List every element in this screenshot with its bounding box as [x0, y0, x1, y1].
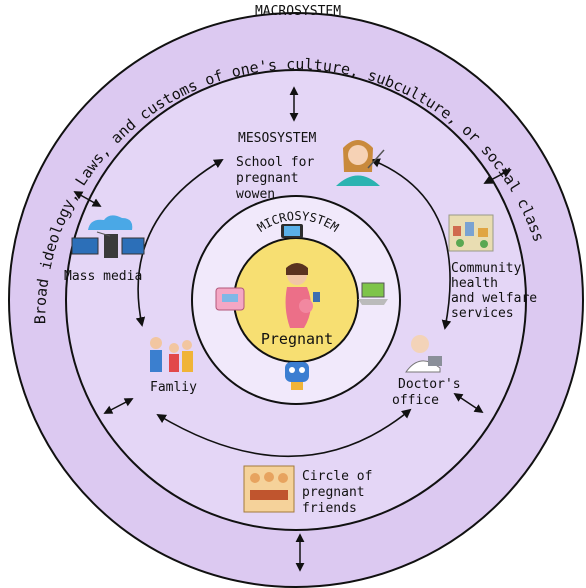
right-top-arrow: [483, 169, 512, 184]
community-label: Community health and welfare services: [451, 261, 545, 321]
center-label: Pregnant: [261, 330, 333, 348]
friends-group-icon: [243, 465, 295, 513]
left-bottom-arrow: [103, 398, 134, 414]
school-doctor-arrow: [370, 158, 452, 330]
left-top-arrow: [73, 191, 102, 207]
school-family-arrow: [135, 159, 224, 327]
teacher-icon: [336, 140, 385, 186]
doctor-label: Doctor's office: [392, 377, 468, 408]
macrosystem-label: MACROSYSTEM: [255, 4, 341, 19]
tablet-icon: [281, 224, 303, 238]
right-bottom-arrow: [453, 393, 484, 413]
family-doctor-arrow: [156, 408, 412, 458]
town-icon: [448, 214, 494, 252]
friends-label: Circle of pregnant friends: [302, 469, 380, 516]
family-icon: [150, 337, 193, 372]
mesosystem-label: MESOSYSTEM: [238, 131, 316, 146]
laptop-icon: [358, 282, 388, 305]
mass-media-label: Mass media: [64, 269, 142, 284]
toy-robot-icon: [285, 362, 309, 390]
pregnant-woman-icon: [285, 263, 320, 328]
computer-network-icon: [71, 215, 145, 258]
school-label: School for pregnant wowen: [236, 155, 322, 202]
family-label: Famliy: [150, 380, 197, 395]
doctor-icon: [405, 335, 442, 373]
book-icon: [215, 287, 245, 311]
